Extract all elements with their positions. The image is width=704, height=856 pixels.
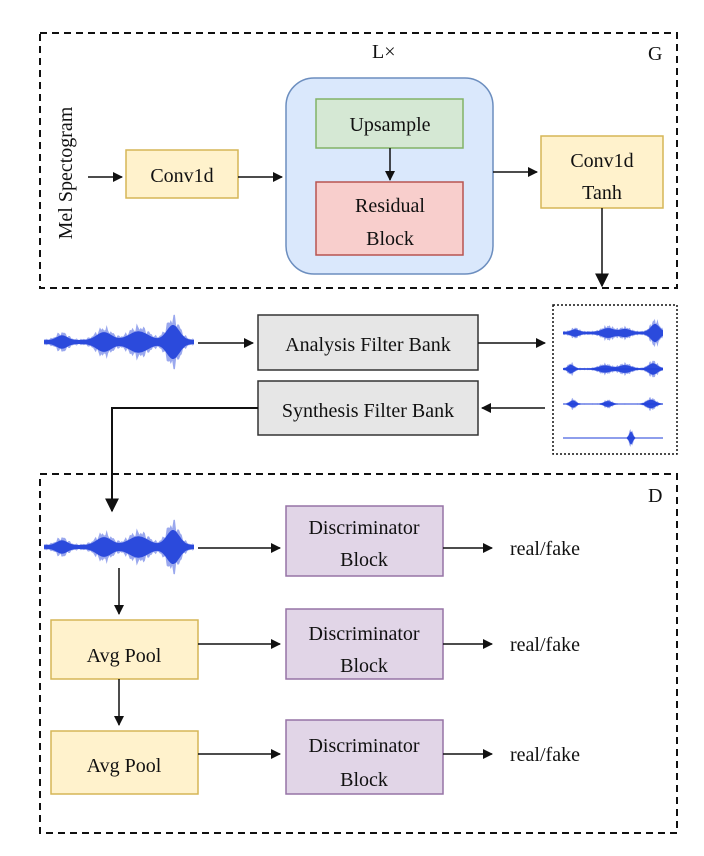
subband-waveform-2	[563, 360, 663, 378]
conv1d-out-text: Conv1d	[570, 150, 633, 172]
generator-frame	[39, 32, 678, 289]
generator-label: G	[648, 43, 662, 65]
disc-2-text-1: Discriminator	[308, 623, 419, 645]
output-label-2: real/fake	[510, 634, 580, 656]
avg-pool-box-1: Avg Pool	[50, 619, 199, 680]
avg-pool-text-1: Avg Pool	[87, 645, 162, 667]
upsample-box	[315, 98, 464, 149]
output-label-1: real/fake	[510, 538, 580, 560]
analysis-filter-bank-box: Analysis Filter Bank	[257, 314, 479, 371]
conv1d-in-box: Conv1d	[125, 149, 239, 199]
subbands-frame	[552, 304, 678, 455]
avg-pool-box-2: Avg Pool	[50, 730, 199, 795]
upsample-text: Upsample	[349, 114, 430, 136]
residual-text-2: Block	[366, 228, 414, 250]
disc-1-text-1: Discriminator	[308, 517, 419, 539]
discriminator-label: D	[648, 485, 662, 507]
output-label-3: real/fake	[510, 744, 580, 766]
disc-3-text-1: Discriminator	[308, 735, 419, 757]
discriminator-block-1: Discriminator Block	[285, 505, 444, 577]
discriminator-frame	[39, 473, 678, 834]
analysis-filter-bank-text: Analysis Filter Bank	[285, 334, 451, 356]
conv1d-in-text: Conv1d	[150, 165, 213, 187]
discriminator-block-2: Discriminator Block	[285, 608, 444, 680]
mel-spectogram-label: Mel Spectogram	[55, 106, 77, 239]
arrow-synthesis-to-discriminator	[105, 407, 258, 513]
synthesis-filter-bank-box: Synthesis Filter Bank	[257, 380, 479, 436]
residual-text-1: Residual	[355, 195, 425, 217]
subband-waveform-4	[563, 429, 663, 447]
disc-1-text-2: Block	[340, 549, 388, 571]
repeat-label: L×	[372, 41, 396, 63]
waveform-reconstructed	[44, 519, 194, 575]
upsample-residual-group: Upsample Residual Block	[285, 77, 494, 275]
synthesis-filter-bank-text: Synthesis Filter Bank	[282, 400, 454, 422]
disc-3-text-2: Block	[340, 769, 388, 791]
avg-pool-text-2: Avg Pool	[87, 755, 162, 777]
discriminator-block-3: Discriminator Block	[285, 719, 444, 795]
conv1d-tanh-box: Conv1d Tanh	[540, 135, 664, 209]
waveform-input	[44, 314, 194, 370]
disc-2-text-2: Block	[340, 655, 388, 677]
subband-waveform-3	[563, 397, 663, 411]
subband-waveform-1	[563, 318, 663, 348]
residual-block-box	[315, 181, 464, 256]
tanh-text: Tanh	[582, 182, 622, 204]
